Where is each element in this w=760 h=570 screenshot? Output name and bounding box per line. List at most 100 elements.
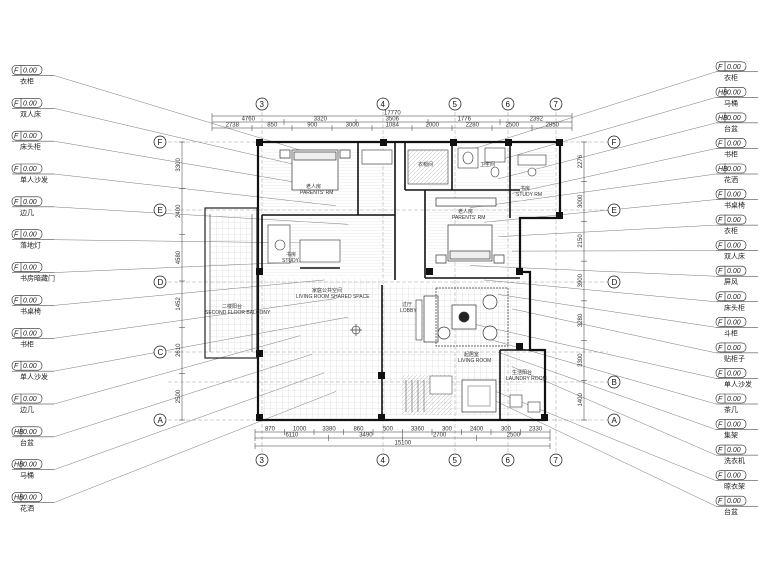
dimension-value: 15100: [395, 441, 412, 447]
tag-box: [715, 87, 747, 97]
grid-label: 6: [506, 456, 511, 465]
tag-label: 双人床: [724, 252, 745, 261]
dimension-value: 2700: [433, 433, 447, 439]
tag-label: 台盆: [724, 124, 738, 133]
tag-label: 边几: [20, 405, 34, 414]
tag-box: [11, 262, 43, 272]
tag-value: 0.00: [23, 330, 37, 337]
dimension-value: 3300: [176, 158, 182, 172]
grid-bubble: [153, 135, 167, 149]
tag-code: F: [14, 100, 19, 107]
grid-label: B: [612, 378, 617, 387]
tag-box: [715, 317, 747, 327]
dimension-value: 3280: [578, 313, 584, 327]
tag-code: F: [14, 363, 19, 370]
tag-label: 床头柜: [724, 303, 745, 312]
dimension-value: 2400: [470, 427, 484, 433]
tag-value: 0.00: [23, 166, 37, 173]
tag-value: 0.00: [23, 429, 37, 436]
tag-value: 0.00: [727, 319, 741, 326]
room-label-study-en: STUDY: [282, 258, 300, 264]
tag-box: [11, 360, 43, 371]
laundry-fixtures: [509, 394, 541, 413]
grid-label: 6: [506, 100, 511, 109]
tag-value: 0.00: [727, 192, 741, 199]
tag-box: [715, 214, 747, 225]
stairs: [405, 375, 453, 412]
leader-line: [497, 352, 717, 430]
dimension-value: 3380: [322, 427, 336, 433]
room-label-bed2-en: PARENTS' RM: [452, 215, 485, 221]
dimension-value: 2400: [176, 204, 182, 218]
tag-label: 花洒: [20, 504, 34, 513]
tag-value: 0.00: [727, 166, 741, 173]
grid-bubble: [501, 97, 515, 111]
tag-box: [715, 112, 747, 123]
grid-bubble: [607, 135, 621, 149]
tag-label: 洗衣机: [724, 456, 745, 465]
tag-box: [715, 61, 747, 72]
tag-label: 单人沙发: [724, 379, 752, 388]
grid-label: 7: [554, 456, 559, 465]
tag-code: F: [718, 473, 723, 480]
dimension-value: 4580: [176, 250, 182, 264]
room-label-living: 起居室: [464, 351, 479, 358]
tag-code: F: [718, 319, 723, 326]
tag-code: F: [14, 67, 19, 74]
grid-label: E: [158, 206, 163, 215]
grid-bubble: [153, 413, 167, 427]
dimension-value: 1400: [578, 393, 584, 407]
tag-box: [715, 240, 747, 250]
room-label-living-en: LIVING ROOM: [458, 358, 491, 364]
grid-bubble: [549, 453, 563, 467]
dimension-value: 500: [383, 427, 394, 433]
tag-code: F: [718, 396, 723, 403]
grid-label: F: [612, 138, 617, 147]
tag-label: 花洒: [724, 175, 738, 184]
leader-line: [483, 395, 717, 507]
tag-label: 书柜: [20, 339, 34, 348]
tag-value: 0.00: [727, 370, 741, 377]
tag-value: 0.00: [23, 297, 37, 304]
dimension-value: 6110: [285, 433, 299, 439]
master-bed: [279, 149, 351, 191]
tag-code: HB: [718, 115, 728, 122]
tag-label: 书桌椅: [20, 306, 41, 315]
tag-box: [11, 196, 43, 207]
tag-code: F: [718, 422, 723, 429]
bed2-furniture: [435, 197, 505, 264]
dimension-value: 300: [501, 427, 512, 433]
tag-label: 斗柜: [724, 328, 738, 337]
tag-box: [11, 393, 43, 404]
tag-code: F: [14, 166, 19, 173]
grid-label: A: [612, 416, 618, 425]
dimension-value: 3900: [578, 273, 584, 287]
tag-label: 书桌椅: [724, 201, 745, 210]
tag-box: [715, 342, 747, 353]
tag-value: 0.00: [23, 199, 37, 206]
tag-code: F: [718, 243, 723, 250]
tag-code: F: [718, 268, 723, 275]
tag-code: HB: [14, 495, 24, 502]
grid-bubble: [607, 375, 621, 389]
room-label-studyr-en: STUDY RM: [516, 192, 542, 198]
tag-code: F: [718, 345, 723, 352]
tag-value: 0.00: [23, 265, 37, 272]
tag-label: 双人床: [20, 109, 41, 118]
tag-value: 0.00: [727, 447, 741, 454]
tag-value: 0.00: [727, 396, 741, 403]
tag-value: 0.00: [727, 115, 741, 122]
tag-label: 单人沙发: [20, 372, 48, 381]
closet: [407, 149, 449, 185]
